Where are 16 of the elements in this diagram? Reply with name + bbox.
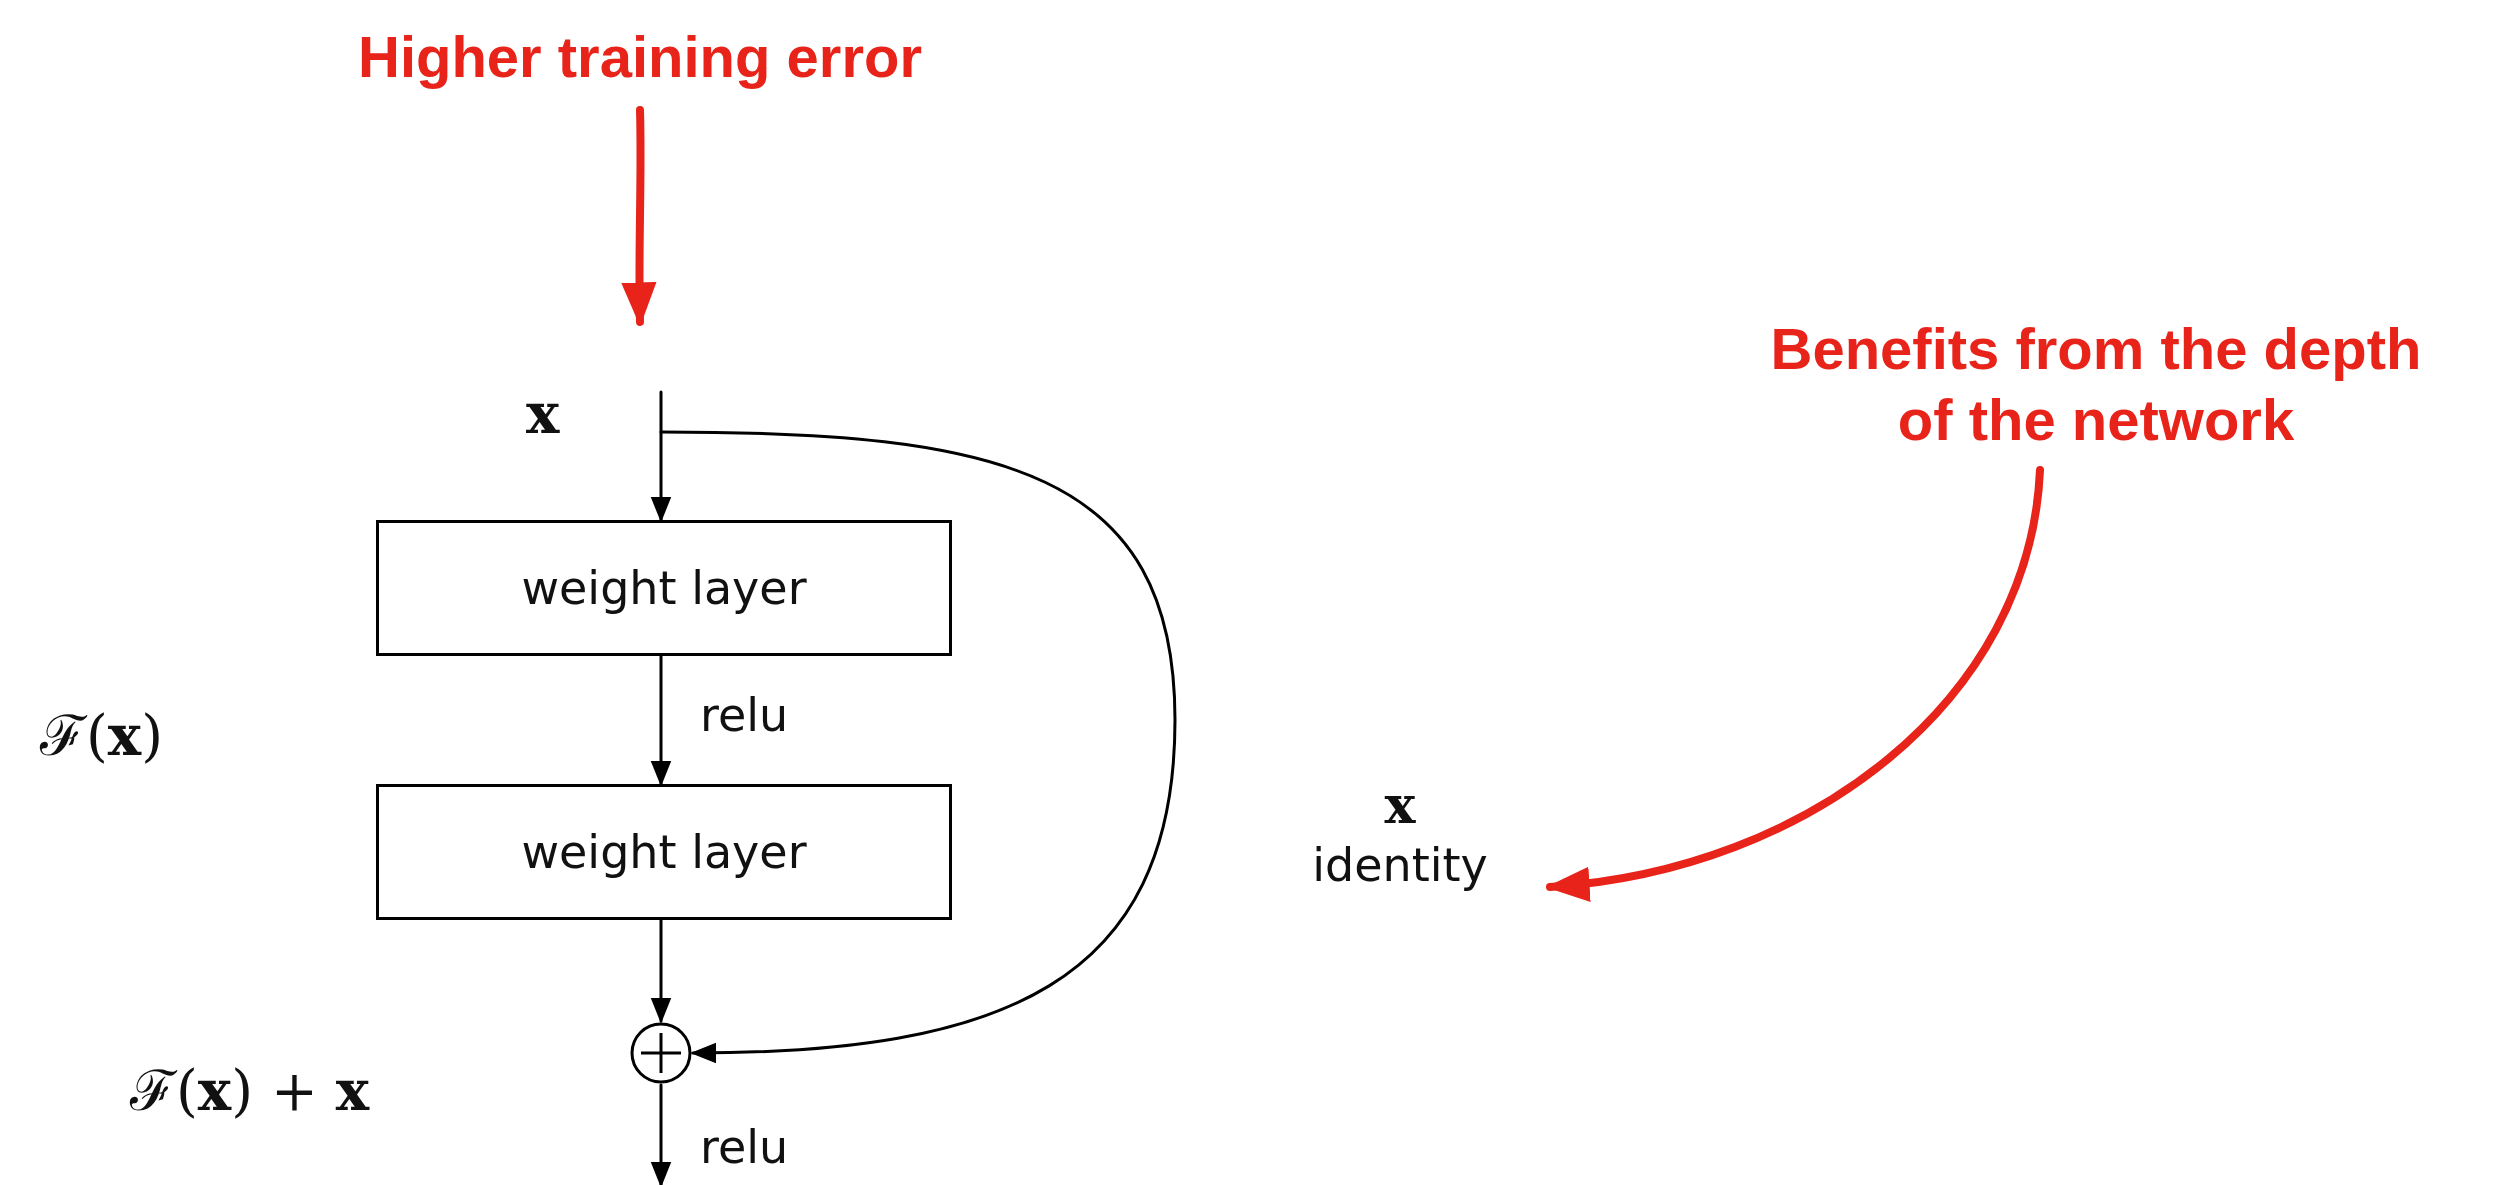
arrow (650, 918, 672, 1024)
formula-label: ℱ(x) + x (130, 1056, 369, 1125)
arrow (659, 430, 1177, 1063)
annotation-text: Higher training error (358, 22, 922, 91)
layer-label: weight layer (521, 825, 807, 879)
arrow (650, 1083, 672, 1185)
arrow (621, 106, 657, 327)
input-variable: x (526, 380, 560, 446)
layer-box (376, 520, 952, 656)
shortcut-variable: x (1384, 773, 1416, 837)
shortcut-label: identity (1312, 837, 1488, 895)
formula-label: ℱ(x) (40, 701, 164, 770)
arrow (1545, 466, 2044, 900)
layer-label: weight layer (521, 561, 807, 615)
layer-box (376, 784, 952, 920)
annotation-text: Benefits from the depth of the network (1769, 315, 2423, 454)
